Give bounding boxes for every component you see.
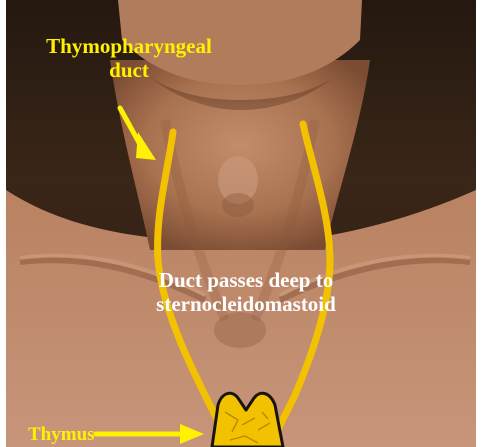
deep-label-line2: sternocleidomastoid: [96, 292, 396, 316]
thymopharyngeal-duct-label: Thymopharyngeal duct: [0, 34, 258, 82]
duct-label-line2: duct: [0, 58, 258, 82]
thymus-label: Thymus: [28, 424, 95, 446]
duct-passes-deep-label: Duct passes deep to sternocleidomastoid: [96, 268, 396, 316]
deep-label-line1: Duct passes deep to: [96, 268, 396, 292]
duct-label-line1: Thymopharyngeal: [0, 34, 258, 58]
